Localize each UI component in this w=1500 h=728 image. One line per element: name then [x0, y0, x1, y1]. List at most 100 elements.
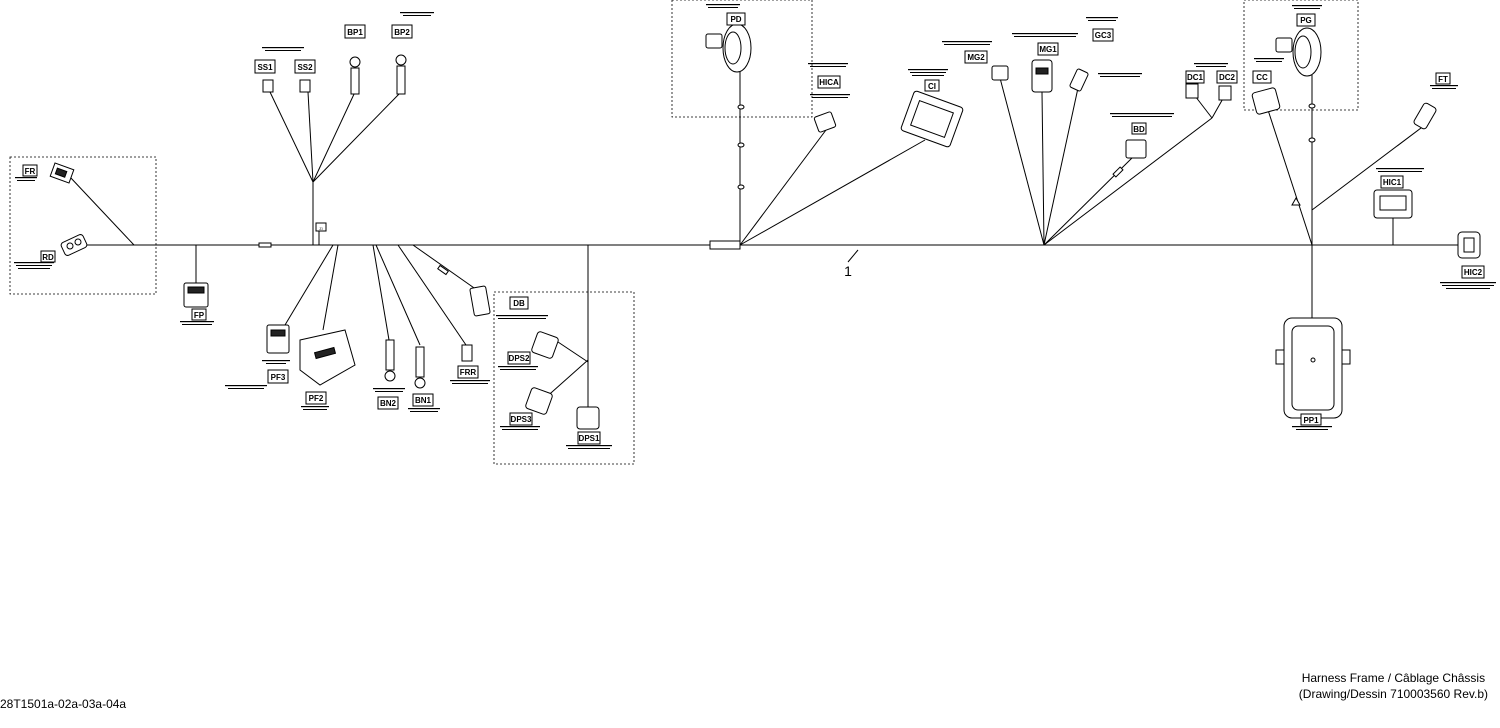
hica-connector: [813, 111, 837, 133]
component-tag-bd: BD: [1131, 122, 1147, 135]
component-tag-ft: FT: [1435, 72, 1451, 85]
dc1-connector: [1185, 83, 1199, 99]
pf2-fusebox: [299, 329, 356, 386]
db-connector: [469, 285, 491, 317]
dps1-connector: [576, 406, 600, 430]
svg-text:SS2: SS2: [297, 63, 313, 72]
branch-bn2: [372, 244, 390, 341]
branch-gc3: [1043, 87, 1079, 246]
component-tag-pf3: PF3: [267, 369, 289, 384]
svg-text:BN2: BN2: [380, 399, 397, 408]
component-tag-hica: HICA: [817, 75, 841, 89]
svg-text:FRR: FRR: [460, 368, 477, 377]
mg1-connector: [1031, 59, 1053, 93]
pg-headlight: [1275, 27, 1322, 77]
component-tag-pg: PG: [1296, 13, 1316, 27]
warning-triangle: [1291, 196, 1301, 206]
branch-ss1: [269, 91, 314, 183]
branch-mg1: [1041, 91, 1045, 246]
svg-text:DC1: DC1: [1187, 73, 1204, 82]
svg-text:BD: BD: [1133, 125, 1145, 134]
pf3-connector: [266, 324, 290, 354]
svg-text:SS1: SS1: [257, 63, 273, 72]
branch-cc: [1267, 109, 1313, 246]
branch-fr: [69, 176, 135, 246]
cc-connector: [1251, 87, 1281, 115]
caption-line-2: (Drawing/Dessin 710003560 Rev.b): [1298, 687, 1488, 701]
svg-text:FT: FT: [1438, 75, 1448, 84]
svg-text:BN1: BN1: [415, 396, 432, 405]
component-tag-rd: RD: [40, 250, 56, 263]
svg-text:CI: CI: [928, 82, 936, 91]
svg-text:DPS2: DPS2: [509, 354, 530, 363]
callout-number: 1: [844, 263, 852, 279]
component-tag-bn1: BN1: [412, 393, 434, 407]
branch-bp2: [312, 91, 402, 183]
component-tag-db: DB: [509, 296, 529, 310]
svg-text:PF2: PF2: [309, 394, 324, 403]
svg-text:PG: PG: [1300, 16, 1312, 25]
branch-ss2: [307, 91, 314, 183]
svg-text:BP2: BP2: [394, 28, 410, 37]
caption-line-1: Harness Frame / Câblage Châssis: [1301, 671, 1486, 685]
component-tag-mg2: MG2: [964, 50, 988, 64]
bp1-terminal: [349, 56, 361, 95]
component-tag-pd: PD: [726, 12, 746, 26]
ft-connector: [1413, 102, 1437, 130]
svg-text:MG1: MG1: [1039, 45, 1057, 54]
fr-connector: [49, 162, 75, 184]
branch-mg2: [999, 77, 1045, 246]
component-tag-fp: FP: [191, 308, 207, 321]
svg-text:FP: FP: [194, 311, 205, 320]
diagram-caption: Harness Frame / Câblage Châssis (Drawing…: [1299, 670, 1488, 702]
branch-ci: [739, 139, 926, 246]
component-tag-dc1: DC1: [1185, 70, 1205, 84]
bn2-terminal: [384, 339, 396, 382]
svg-text:FR: FR: [25, 167, 36, 176]
svg-text:HIC2: HIC2: [1464, 268, 1483, 277]
gc3-connector: [1069, 68, 1089, 92]
frr-connector: [461, 344, 473, 362]
svg-text:PP1: PP1: [1303, 416, 1319, 425]
ss1-terminal: [262, 79, 274, 93]
svg-text:HICA: HICA: [819, 78, 839, 87]
bd-sleeve: [1112, 166, 1124, 178]
fine-print-group: [14, 4, 1496, 449]
callout-leader: [847, 249, 859, 263]
svg-text:DPS3: DPS3: [511, 415, 532, 424]
bd-connector: [1125, 139, 1147, 159]
zi-tag: [315, 222, 327, 232]
db-sleeve: [437, 264, 449, 276]
group-box-left: [9, 156, 157, 295]
component-tag-dc2: DC2: [1216, 70, 1238, 84]
ss2-terminal: [299, 79, 311, 93]
component-tag-dps2: DPS2: [507, 351, 531, 365]
dps3-connector: [525, 387, 553, 415]
svg-text:PD: PD: [730, 15, 741, 24]
fp-connector: [183, 282, 209, 308]
branch-bn1: [375, 244, 421, 346]
component-tag-dps3: DPS3: [509, 412, 533, 426]
bp2-terminal: [395, 54, 407, 95]
hic1-connector: [1373, 189, 1413, 219]
branch-pf2: [322, 244, 339, 331]
pd-headlight: [705, 23, 752, 73]
branch-bp1: [312, 91, 356, 183]
branch-dc: [1043, 117, 1213, 246]
branch-db: [412, 244, 478, 291]
svg-text:DB: DB: [513, 299, 525, 308]
component-tag-hic1: HIC1: [1380, 175, 1404, 189]
component-tag-dps1: DPS1: [577, 431, 601, 445]
component-tag-fr: FR: [22, 164, 38, 177]
ci-module: [900, 90, 964, 148]
svg-text:PF3: PF3: [271, 373, 286, 382]
svg-text:BP1: BP1: [347, 28, 363, 37]
bn1-terminal: [414, 346, 426, 389]
group-box-db: [493, 291, 635, 465]
branch-frr: [397, 244, 467, 346]
branch-ft: [1311, 124, 1426, 211]
component-tag-ss2: SS2: [294, 59, 316, 74]
hic2-connector: [1457, 231, 1481, 259]
component-tag-gc3: GC3: [1092, 28, 1114, 42]
component-tag-bn2: BN2: [377, 396, 399, 410]
